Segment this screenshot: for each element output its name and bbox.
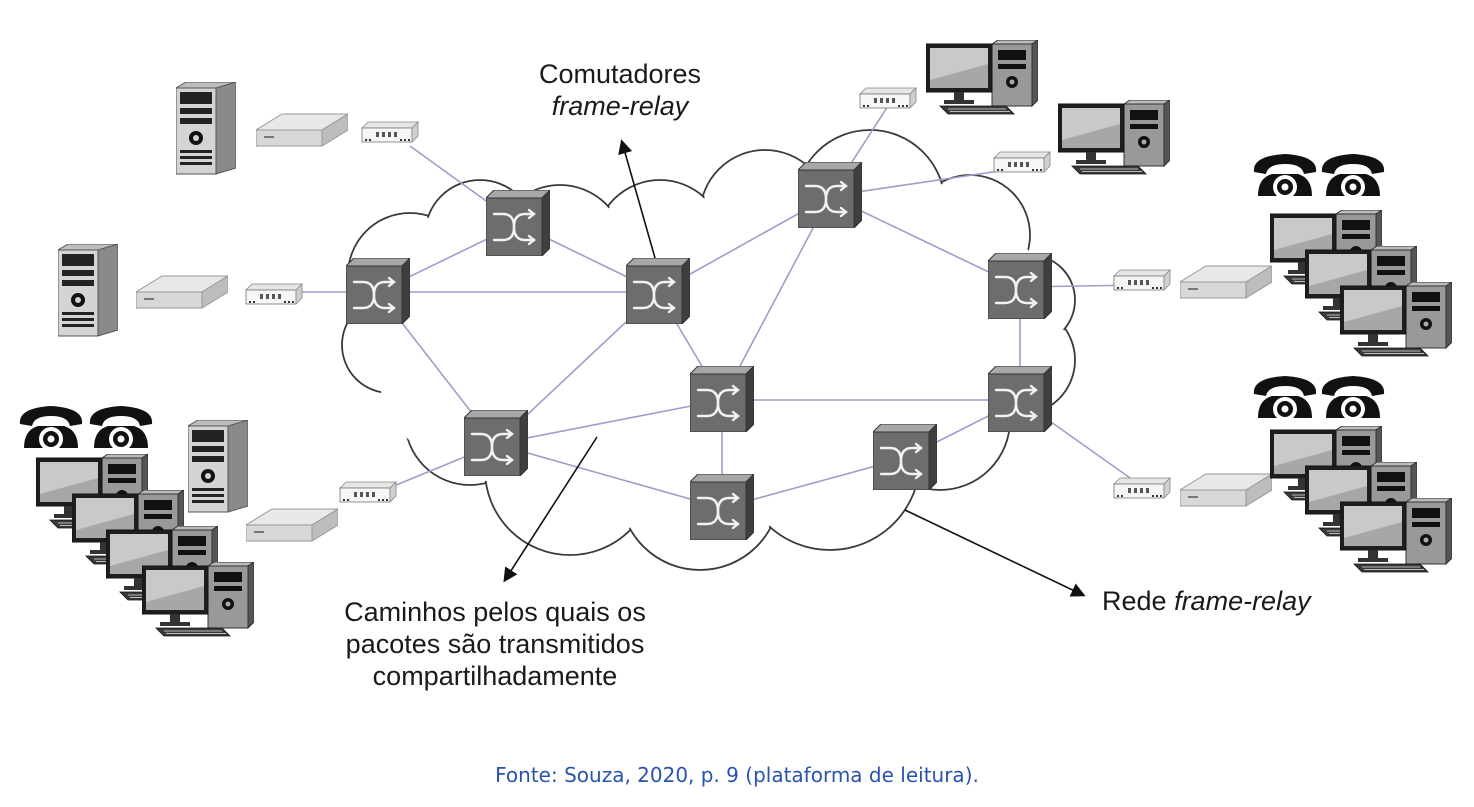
frame-relay-switch-icon xyxy=(346,258,410,324)
switches-label-line2: frame-relay xyxy=(551,91,689,121)
switches-label-line1: Comutadores xyxy=(538,59,702,89)
server-tower-icon xyxy=(58,244,118,337)
router-icon xyxy=(1180,473,1272,507)
source-caption: Fonte: Souza, 2020, p. 9 (plataforma de … xyxy=(495,763,979,787)
router-icon xyxy=(136,275,228,309)
server-tower-icon xyxy=(188,420,248,513)
modem-icon xyxy=(361,121,419,143)
network-label-italic: frame-relay xyxy=(1174,586,1311,616)
router-icon xyxy=(246,508,338,542)
switches-arrow xyxy=(618,139,656,259)
desktop-computer-icon xyxy=(1340,498,1452,573)
router-icon xyxy=(256,113,348,147)
telephone-icon xyxy=(1321,154,1385,198)
frame-relay-switch-icon xyxy=(486,190,550,256)
desktop-computer-icon xyxy=(1058,100,1170,175)
frame-relay-switch-icon xyxy=(988,366,1052,432)
frame-relay-switch-icon xyxy=(626,258,690,324)
frame-relay-switch-icon xyxy=(873,424,937,490)
modem-icon xyxy=(993,151,1051,173)
annotation-arrows xyxy=(503,139,1086,597)
telephone-icon xyxy=(1321,376,1385,420)
network-label-prefix: Rede xyxy=(1102,586,1167,616)
modem-icon xyxy=(859,87,917,109)
desktop-computer-icon xyxy=(926,40,1038,115)
network-arrow xyxy=(904,509,1086,597)
router-icon xyxy=(1180,265,1272,299)
desktop-computer-icon xyxy=(1340,282,1452,357)
paths-label: Caminhos pelos quais os pacotes são tran… xyxy=(300,596,690,692)
server-tower-icon xyxy=(176,82,236,175)
modem-icon xyxy=(1113,269,1171,291)
modem-icon xyxy=(339,481,397,503)
telephone-icon xyxy=(1253,154,1317,198)
modem-icon xyxy=(1113,477,1171,499)
desktop-computer-icon xyxy=(142,562,254,637)
paths-arrow xyxy=(503,436,598,583)
modem-icon xyxy=(245,283,303,305)
telephone-icon xyxy=(19,406,83,450)
frame-relay-switch-icon xyxy=(798,162,862,228)
frame-relay-switch-icon xyxy=(690,474,754,540)
frame-relay-switch-icon xyxy=(690,366,754,432)
network-label: Rede frame-relay xyxy=(1102,585,1311,617)
frame-relay-switch-icon xyxy=(988,253,1052,319)
paths-label-line1: Caminhos pelos quais os xyxy=(344,597,646,627)
telephone-icon xyxy=(89,406,153,450)
paths-label-line2: pacotes são transmitidos xyxy=(345,629,645,659)
paths-label-line3: compartilhadamente xyxy=(372,661,618,691)
telephone-icon xyxy=(1253,376,1317,420)
switches-label: Comutadores frame-relay xyxy=(520,58,720,122)
frame-relay-switch-icon xyxy=(464,410,528,476)
